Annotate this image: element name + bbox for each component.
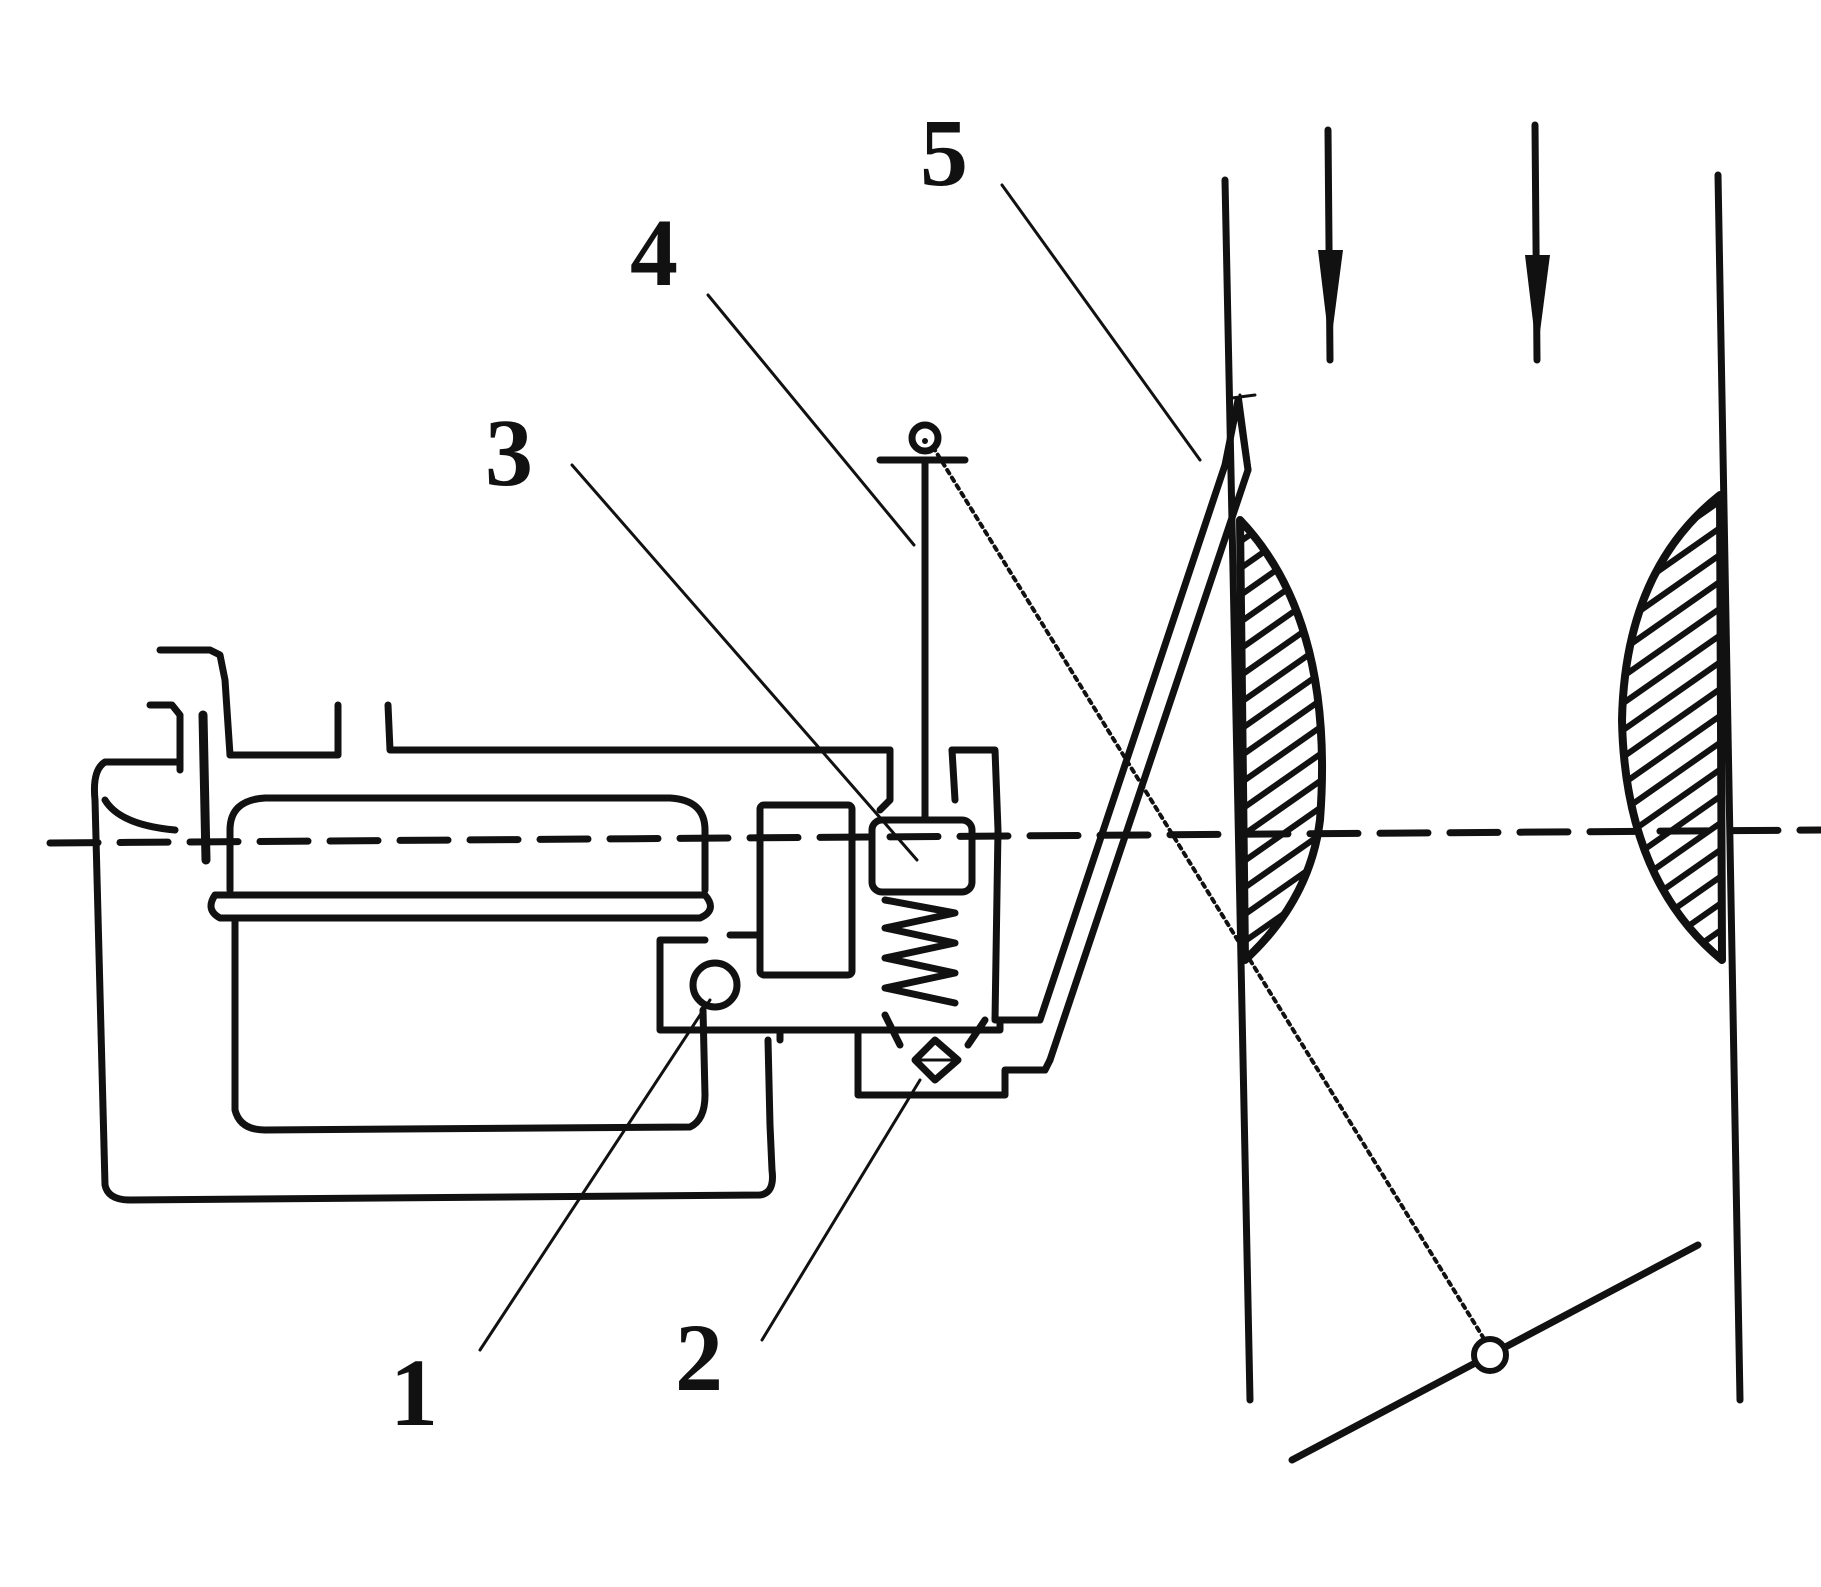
airflow-arrow-2 — [1525, 121, 1550, 364]
throttle-rod — [876, 421, 969, 824]
vacuum-tube — [996, 393, 1257, 1064]
jet-block — [656, 746, 1054, 1099]
callout-label-2: 2 — [675, 1304, 723, 1411]
callout-label-5: 5 — [920, 99, 968, 206]
float-chamber-housing — [91, 646, 894, 1204]
venturi-right — [1618, 491, 1726, 964]
callout-label-4: 4 — [630, 199, 678, 306]
jet-orifice — [689, 959, 741, 1011]
air-duct — [1221, 171, 1744, 1404]
throttle-plate — [1288, 1241, 1702, 1464]
float-tank — [207, 794, 714, 1134]
center-axis-line — [46, 826, 1821, 847]
callout-leaders — [478, 183, 1202, 1352]
airflow-arrow-1 — [1318, 126, 1343, 364]
callout-label-1: 1 — [390, 1339, 438, 1446]
linkage-dotted-line — [931, 445, 1488, 1344]
callout-label-3: 3 — [485, 399, 533, 506]
piston-and-spring — [868, 816, 976, 1007]
venturi-left — [1236, 516, 1326, 964]
